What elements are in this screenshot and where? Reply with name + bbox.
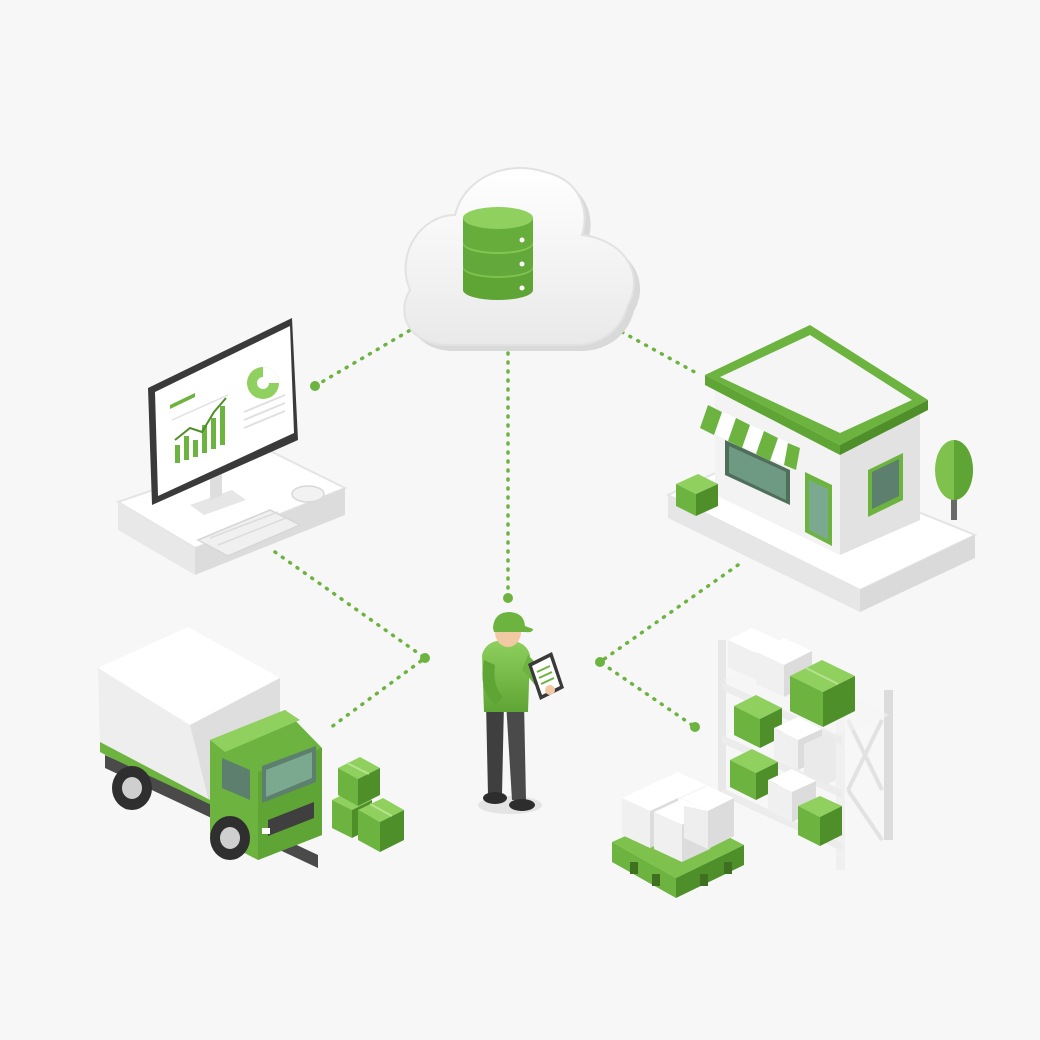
keyboard-icon (196, 509, 302, 557)
connector-dot (595, 657, 605, 667)
monitor-icon (148, 318, 298, 515)
wheel-icon (210, 816, 250, 860)
package-stack-icon (332, 757, 404, 852)
tablet-icon (528, 652, 564, 700)
bench-icon (676, 474, 718, 516)
warehouse-shelf-icon (718, 628, 893, 870)
person-tablet-icon (482, 612, 564, 811)
connector-dot (420, 653, 430, 663)
truck-icon (98, 627, 322, 868)
pallet-icon (612, 772, 744, 898)
cap-icon (493, 612, 533, 633)
connector-store-warehouse (596, 563, 740, 729)
storefront-icon (700, 325, 928, 555)
connector-dot (690, 722, 700, 732)
wheel-icon (112, 766, 152, 810)
tree-icon (935, 440, 973, 520)
delivery-truck-node (98, 627, 404, 868)
bar-chart-screen (170, 393, 229, 463)
connector-dot (503, 593, 513, 603)
connector-computer-truck (273, 550, 428, 730)
warehouse-shelving-node (612, 628, 893, 898)
analytics-computer-node (115, 318, 348, 575)
mouse-icon (291, 485, 325, 503)
connector-cloud-store (620, 330, 702, 377)
pie-chart-screen (247, 367, 279, 399)
connector-endpoints (310, 381, 700, 732)
connector-dot (310, 381, 320, 391)
worker-with-tablet-node (478, 612, 564, 814)
cloud-database-node (403, 167, 641, 351)
database-icon (463, 207, 533, 300)
awning-icon (700, 405, 800, 470)
retail-store-node (665, 325, 978, 612)
